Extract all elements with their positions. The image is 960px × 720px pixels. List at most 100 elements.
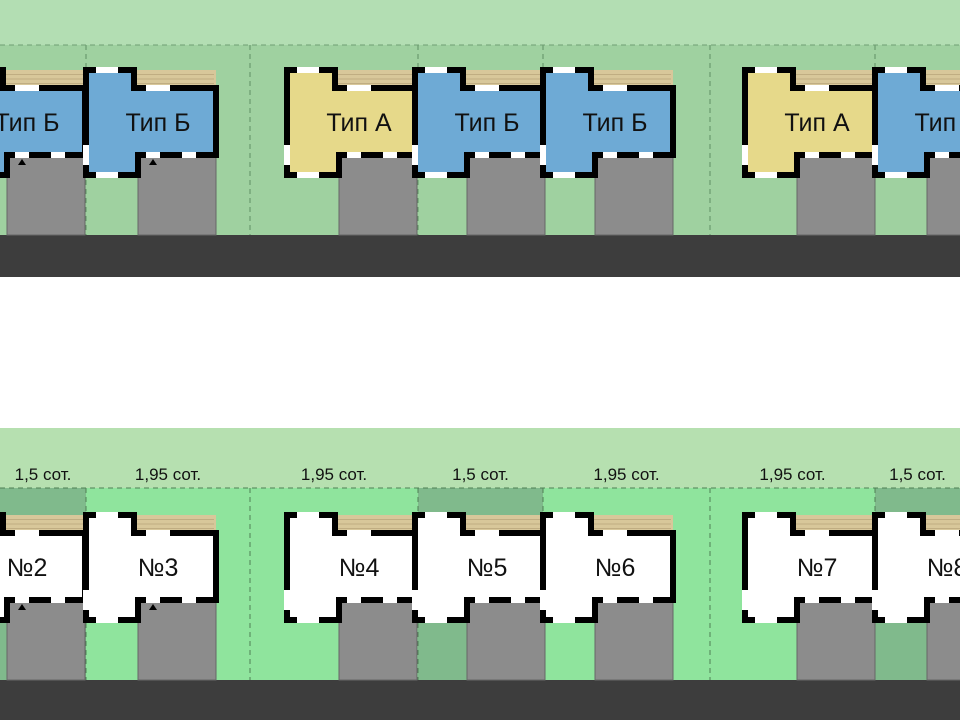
entrance-marker-icon bbox=[149, 604, 157, 610]
window bbox=[425, 172, 447, 178]
window bbox=[475, 152, 489, 158]
driveway bbox=[338, 599, 418, 681]
house: №3 bbox=[83, 512, 219, 681]
window bbox=[755, 172, 777, 178]
window bbox=[872, 145, 878, 165]
window bbox=[51, 152, 65, 158]
house-label: №3 bbox=[138, 554, 179, 582]
bottom-road bbox=[0, 680, 960, 720]
driveway bbox=[926, 599, 960, 681]
house-label: Тип Б bbox=[0, 109, 60, 137]
window bbox=[540, 590, 546, 610]
window bbox=[96, 512, 118, 518]
window bbox=[83, 145, 89, 165]
driveway bbox=[926, 154, 960, 236]
window bbox=[755, 617, 777, 623]
top-road bbox=[0, 235, 960, 277]
plot-area-label: 1,5 сот. bbox=[889, 465, 946, 484]
house-label: Тип Б bbox=[125, 109, 190, 137]
window bbox=[347, 597, 361, 603]
house: №4 bbox=[284, 512, 420, 681]
house-label: №7 bbox=[797, 554, 838, 582]
window bbox=[475, 85, 499, 91]
window bbox=[553, 172, 575, 178]
driveway bbox=[137, 599, 217, 681]
bottom-plan-numbered: 1,5 сот. 1,95 сот. 1,95 сот. 1,5 сот. 1,95 с… bbox=[0, 428, 960, 720]
house-label: Тип А bbox=[784, 109, 850, 137]
window bbox=[885, 172, 907, 178]
window bbox=[553, 67, 575, 73]
entrance-marker-icon bbox=[18, 604, 26, 610]
window bbox=[805, 85, 829, 91]
window bbox=[935, 597, 949, 603]
window bbox=[805, 530, 829, 536]
driveway bbox=[6, 599, 86, 681]
window bbox=[297, 617, 319, 623]
house: №6 bbox=[540, 512, 676, 681]
top-back-strip bbox=[0, 0, 960, 45]
window bbox=[475, 530, 499, 536]
house-label: Тип Б bbox=[454, 109, 519, 137]
house: №2 bbox=[0, 512, 88, 681]
entrance-marker-icon bbox=[149, 159, 157, 165]
window bbox=[297, 67, 319, 73]
plot-area-label: 1,95 сот. bbox=[593, 465, 659, 484]
plot-area-label: 1,95 сот. bbox=[135, 465, 201, 484]
window bbox=[284, 145, 290, 165]
window bbox=[51, 597, 65, 603]
window bbox=[284, 590, 290, 610]
window bbox=[885, 617, 907, 623]
window bbox=[83, 590, 89, 610]
window bbox=[935, 152, 949, 158]
window bbox=[805, 597, 819, 603]
window bbox=[935, 85, 959, 91]
window bbox=[15, 597, 29, 603]
house-label: №2 bbox=[7, 554, 48, 582]
window bbox=[553, 512, 575, 518]
house-label: Тип Б bbox=[582, 109, 647, 137]
window bbox=[805, 152, 819, 158]
driveway bbox=[466, 154, 546, 236]
window bbox=[742, 145, 748, 165]
window bbox=[383, 152, 397, 158]
window bbox=[412, 145, 418, 165]
driveway bbox=[796, 599, 876, 681]
window bbox=[639, 152, 653, 158]
plot-area-label: 1,95 сот. bbox=[759, 465, 825, 484]
house: Тип Б bbox=[540, 67, 676, 236]
window bbox=[603, 85, 627, 91]
bottom-back-strip bbox=[0, 428, 960, 488]
house: Тип Б bbox=[83, 67, 219, 236]
window bbox=[182, 597, 196, 603]
window bbox=[96, 67, 118, 73]
house-label: №5 bbox=[467, 554, 508, 582]
window bbox=[146, 85, 170, 91]
window bbox=[475, 597, 489, 603]
plot-area-label: 1,5 сот. bbox=[15, 465, 72, 484]
window bbox=[511, 152, 525, 158]
window bbox=[146, 152, 160, 158]
window bbox=[425, 617, 447, 623]
window bbox=[425, 512, 447, 518]
window bbox=[755, 67, 777, 73]
window bbox=[639, 597, 653, 603]
window bbox=[15, 152, 29, 158]
plot-area-label: 1,95 сот. bbox=[301, 465, 367, 484]
house: №5 bbox=[412, 512, 548, 681]
house: Тип Б bbox=[872, 67, 960, 236]
house-label: Тип Б bbox=[914, 109, 960, 137]
window bbox=[383, 597, 397, 603]
house-label: №8 bbox=[927, 554, 960, 582]
window bbox=[885, 67, 907, 73]
driveway bbox=[137, 154, 217, 236]
driveway bbox=[6, 154, 86, 236]
window bbox=[297, 512, 319, 518]
window bbox=[425, 67, 447, 73]
house-label: №4 bbox=[339, 554, 380, 582]
top-plan-typed: Тип Б Тип Б Тип А Тип Б Тип Б Тип А Тип Б bbox=[0, 0, 960, 277]
window bbox=[755, 512, 777, 518]
window bbox=[182, 152, 196, 158]
window bbox=[146, 597, 160, 603]
house: Тип А bbox=[284, 67, 420, 236]
